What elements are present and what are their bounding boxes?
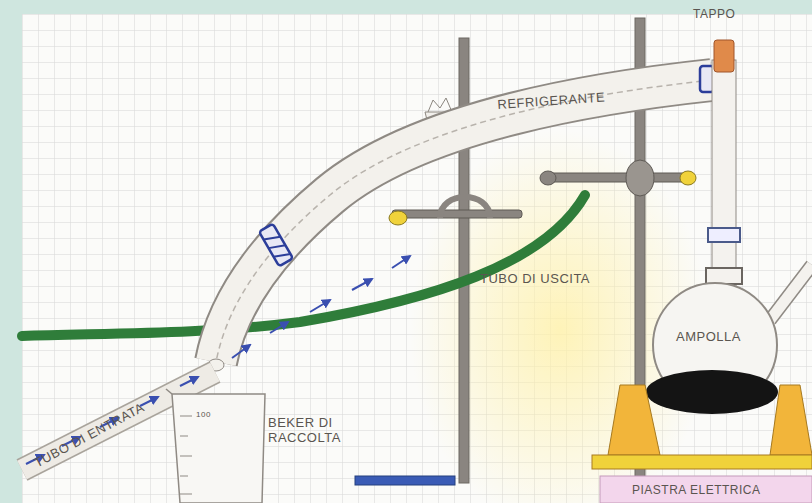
part-label: TUBO DI ENTRATA — [32, 400, 147, 471]
clamp-knob — [540, 171, 556, 185]
part-label: PIASTRA ELETTRICA — [632, 484, 761, 498]
condenser-jacket — [216, 80, 712, 362]
tube-joint — [264, 231, 291, 262]
collecting-beaker — [172, 394, 265, 503]
clamp-knob — [680, 171, 696, 185]
flow-arrow — [310, 300, 330, 312]
graduation-tick — [180, 494, 192, 495]
part-label: TUBO DI USCITA — [480, 272, 590, 287]
stopper — [714, 40, 734, 72]
clamp-arm — [392, 210, 522, 218]
clamp-knob — [389, 211, 407, 225]
part-label: REFRIGERANTE — [497, 90, 606, 112]
glass-joint — [708, 228, 740, 242]
stand-base — [355, 476, 455, 485]
plate-bar — [592, 455, 812, 469]
graduation-number: 100 — [196, 410, 211, 419]
heating-mantle — [646, 370, 778, 414]
flow-arrow — [180, 377, 198, 386]
tube-joint — [259, 224, 293, 267]
flask-neck — [712, 60, 736, 295]
clamp-boss — [626, 160, 654, 196]
part-label: AMPOLLA — [676, 330, 741, 345]
flow-arrow — [352, 279, 372, 290]
part-label: BEKER DI RACCOLTA — [268, 416, 368, 446]
flow-arrow — [232, 345, 250, 358]
graduation-tick — [180, 436, 188, 437]
flask-side-arm — [770, 265, 812, 320]
part-label: TAPPO — [693, 8, 735, 22]
graduation-tick — [180, 416, 192, 417]
clamp-jaw — [440, 197, 490, 218]
plate-support — [608, 385, 660, 455]
condenser-inner-tube — [216, 80, 712, 362]
beaker-spout — [166, 389, 172, 394]
plate-support — [770, 385, 812, 455]
flask-side-arm — [770, 265, 812, 320]
graduation-tick — [180, 476, 188, 477]
glass-joint — [706, 268, 742, 284]
clamp-arm — [545, 173, 690, 182]
flow-arrow — [392, 256, 410, 268]
flow-arrow — [270, 322, 288, 333]
graduation-tick — [180, 456, 192, 457]
hot-plate — [600, 476, 812, 503]
beaker-graduations — [180, 416, 192, 494]
condenser-jacket — [216, 80, 712, 362]
